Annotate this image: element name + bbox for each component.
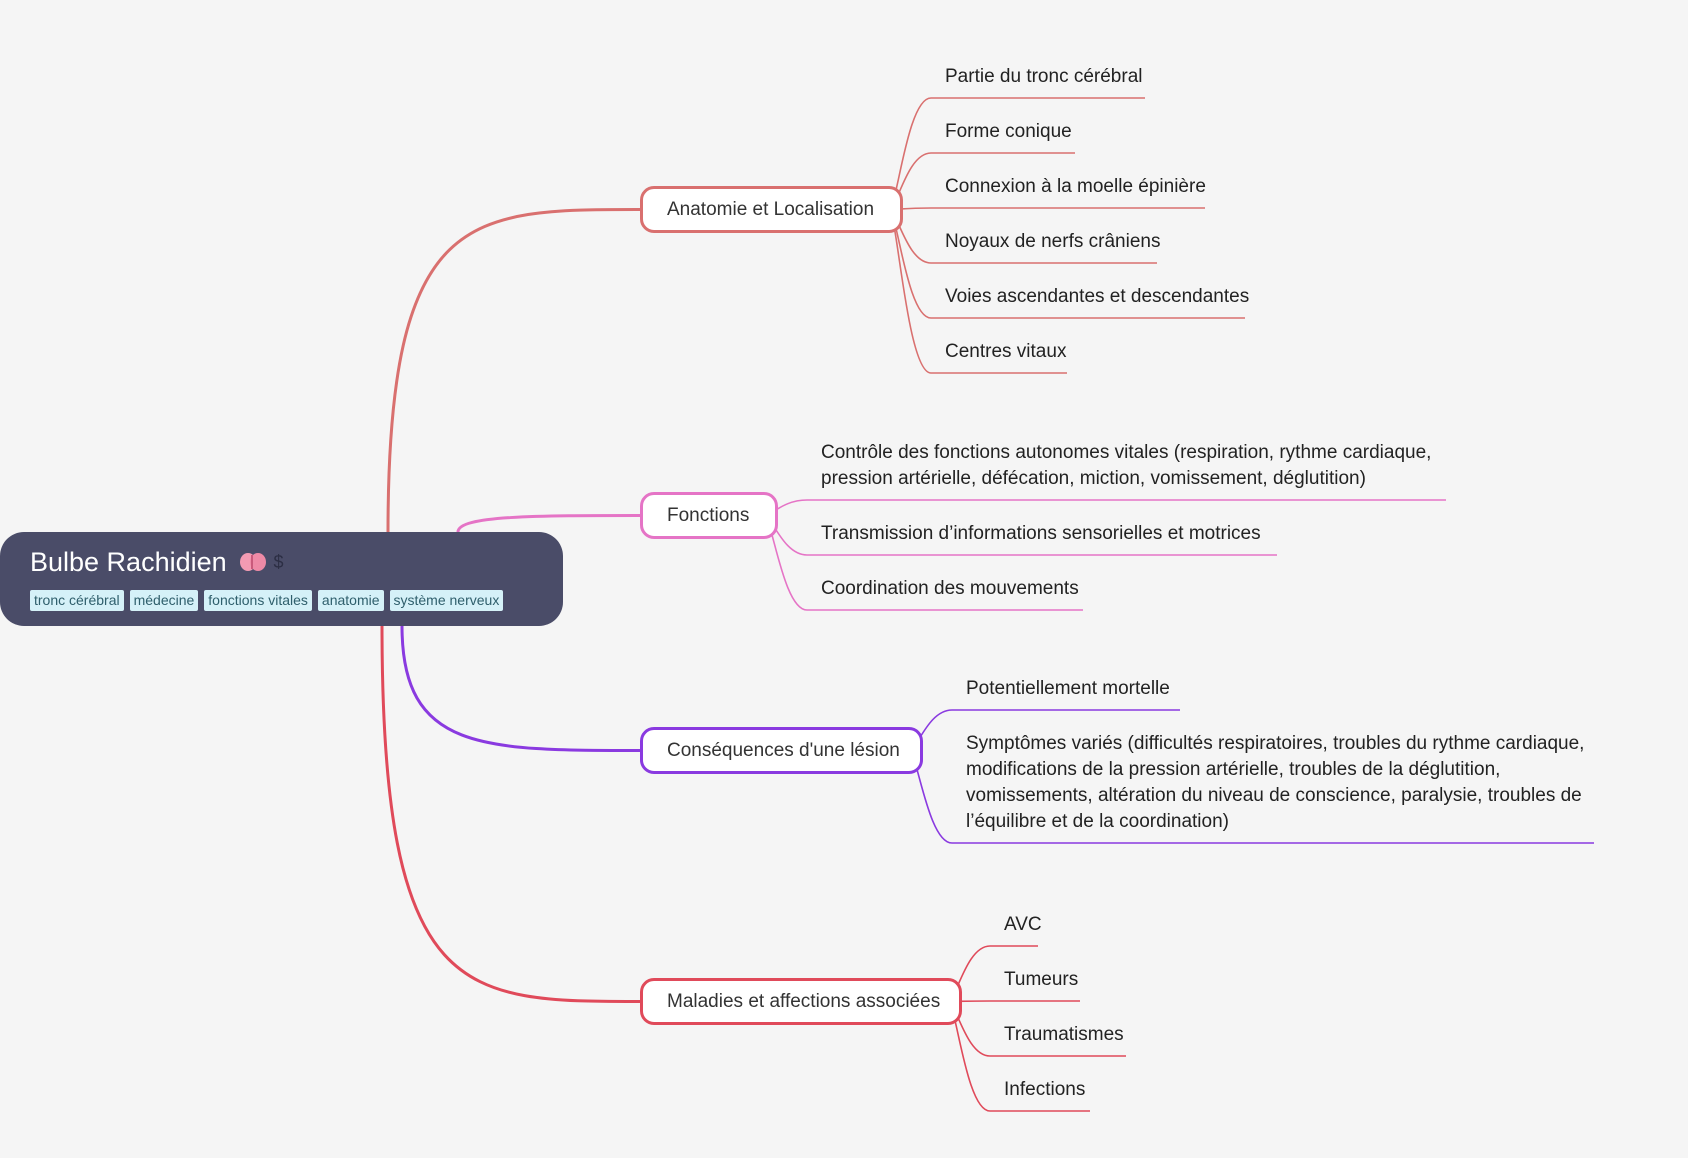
leaf-text-line: Noyaux de nerfs crâniens [945, 231, 1161, 252]
leaf-node[interactable]: Infections [1004, 1077, 1085, 1103]
leaf-node[interactable]: Centres vitaux [945, 339, 1066, 365]
tag[interactable]: fonctions vitales [204, 590, 312, 611]
branch-node[interactable]: Conséquences d'une lésion [640, 727, 923, 774]
leaf-node[interactable]: Voies ascendantes et descendantes [945, 284, 1249, 310]
leaf-connector [888, 208, 932, 374]
leaf-text-line: l’équilibre et de la coordination) [966, 811, 1229, 832]
leaf-node[interactable]: Noyaux de nerfs crâniens [945, 229, 1160, 255]
branch-node[interactable]: Anatomie et Localisation [640, 186, 903, 233]
leaf-text-line: modifications de la pression artérielle,… [966, 759, 1501, 780]
branch-connector [400, 625, 641, 752]
tag[interactable]: médecine [129, 590, 199, 611]
leaf-text-line: Voies ascendantes et descendantes [945, 286, 1250, 307]
leaf-text-line: pression artérielle, défécation, miction… [821, 468, 1366, 489]
leaf-text-line: Connexion à la moelle épinière [945, 176, 1206, 197]
leaf-node[interactable]: Forme conique [945, 119, 1072, 145]
leaf-text-line: Potentiellement mortelle [966, 678, 1170, 699]
leaf-node[interactable]: Connexion à la moelle épinière [945, 174, 1206, 200]
branch-connector [456, 514, 641, 533]
leaf-node[interactable]: Potentiellement mortelle [966, 676, 1170, 702]
leaf-text-line: vomissements, altération du niveau de co… [966, 785, 1582, 806]
tag[interactable]: système nerveux [389, 590, 504, 611]
leaf-text-line: Infections [1004, 1079, 1086, 1100]
leaf-text-line: Partie du tronc cérébral [945, 66, 1143, 87]
tag[interactable]: tronc cérébral [30, 590, 124, 611]
tag[interactable]: anatomie [317, 590, 384, 611]
branch-connector [380, 625, 641, 1003]
branch-connector [386, 208, 641, 533]
leaf-text-line: Traumatismes [1004, 1024, 1124, 1045]
leaf-text-line: Transmission d’informations sensorielles… [821, 523, 1261, 544]
leaf-text-line: Tumeurs [1004, 969, 1079, 990]
leaf-node[interactable]: Symptômes variés (difficultés respiratoi… [966, 731, 1584, 835]
branch-node[interactable]: Maladies et affections associées [640, 978, 962, 1025]
branch-node[interactable]: Fonctions [640, 492, 778, 539]
dollar-icon: $ [273, 551, 284, 572]
leaf-text-line: Centres vitaux [945, 341, 1067, 362]
leaf-node[interactable]: Traumatismes [1004, 1022, 1124, 1048]
leaf-text-line: Contrôle des fonctions autonomes vitales… [821, 442, 1432, 463]
leaf-node[interactable]: AVC [1004, 912, 1042, 938]
leaf-node[interactable]: Partie du tronc cérébral [945, 64, 1143, 90]
leaf-text-line: Coordination des mouvements [821, 578, 1079, 599]
brain-icon [239, 549, 267, 575]
leaf-node[interactable]: Transmission d’informations sensorielles… [821, 521, 1261, 547]
root-title: Bulbe Rachidien [30, 547, 227, 577]
leaf-node[interactable]: Tumeurs [1004, 967, 1078, 993]
leaf-text-line: AVC [1004, 914, 1042, 935]
leaf-text-line: Symptômes variés (difficultés respiratoi… [966, 733, 1585, 754]
leaf-node[interactable]: Coordination des mouvements [821, 576, 1079, 602]
leaf-node[interactable]: Contrôle des fonctions autonomes vitales… [821, 440, 1431, 492]
leaf-text-line: Forme conique [945, 121, 1072, 142]
